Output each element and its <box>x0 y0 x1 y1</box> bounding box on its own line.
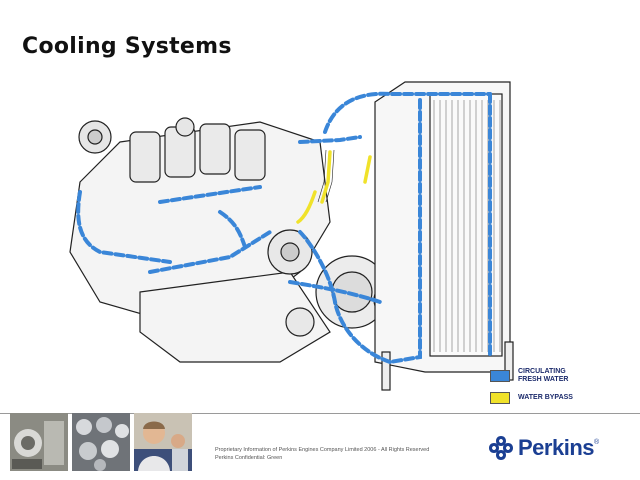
engine-cooling-diagram <box>69 81 514 391</box>
legend-label-fresh-water: CIRCULATING FRESH WATER <box>518 368 569 383</box>
perkins-wordmark: Perkins <box>518 435 595 460</box>
legend-swatch-blue <box>490 370 510 382</box>
thumbnail-engine-part <box>10 413 68 471</box>
footer-line-proprietary: Proprietary Information of Perkins Engin… <box>215 447 430 453</box>
perkins-logo: Perkins ® <box>488 435 599 461</box>
legend-item-bypass: WATER BYPASS <box>490 392 578 404</box>
footer-line-confidential: Perkins Confidential: Green <box>215 455 283 461</box>
legend-item-fresh-water: CIRCULATING FRESH WATER <box>490 368 578 384</box>
legend-swatch-yellow <box>490 392 510 404</box>
slide-title: Cooling Systems <box>22 34 232 59</box>
legend-label-bypass: WATER BYPASS <box>518 394 573 401</box>
registered-mark: ® <box>594 439 600 446</box>
diagram-legend: CIRCULATING FRESH WATER WATER BYPASS <box>490 368 578 412</box>
perkins-logo-mark-icon <box>489 436 513 460</box>
footer-copyright: Proprietary Information of Perkins Engin… <box>215 446 429 462</box>
footer-thumbnails <box>10 413 192 471</box>
footer-divider <box>0 413 640 414</box>
thumbnail-metal-parts <box>72 413 130 471</box>
thumbnail-workers-photo <box>134 413 192 471</box>
